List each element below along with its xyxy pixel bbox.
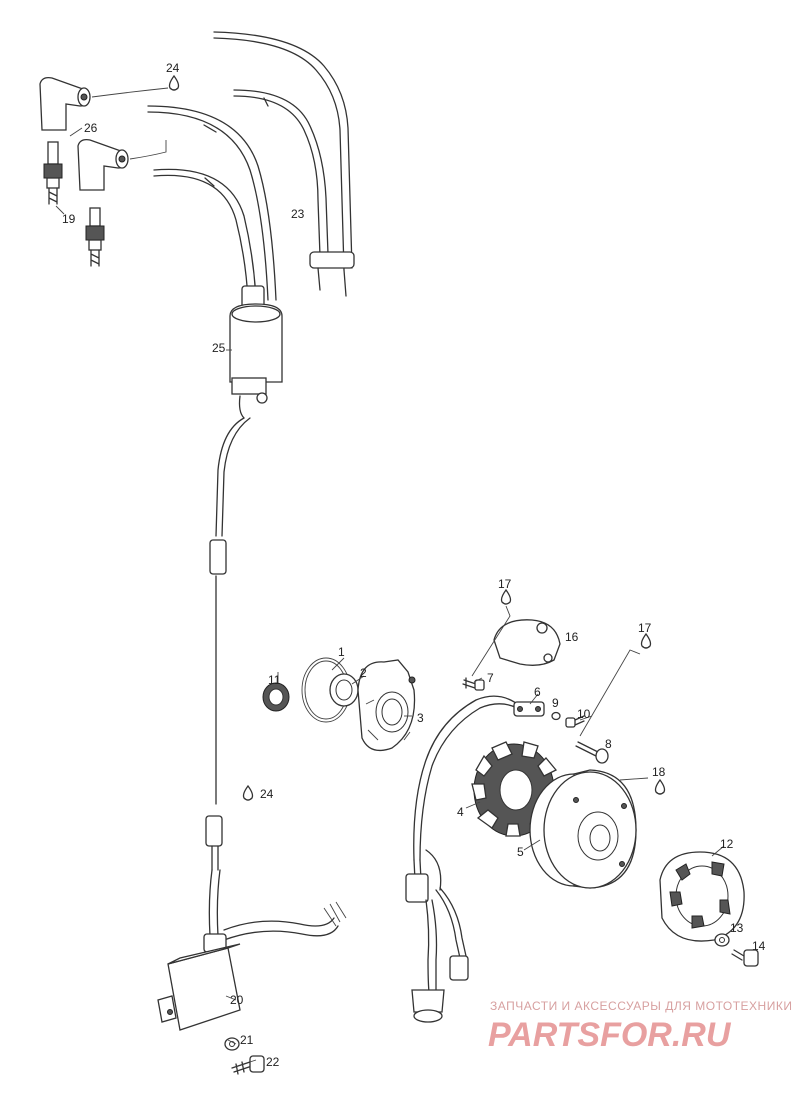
flywheel bbox=[529, 769, 637, 889]
callout-6: 6 bbox=[534, 685, 541, 699]
callout-12: 12 bbox=[720, 837, 734, 851]
callout-21: 21 bbox=[240, 1033, 254, 1047]
watermark-brand: PARTSFOR.RU bbox=[488, 1016, 732, 1054]
drop-icon bbox=[168, 74, 180, 91]
callout-8: 8 bbox=[605, 737, 612, 751]
callout-17-left: 17 bbox=[498, 577, 512, 591]
callout-22: 22 bbox=[266, 1055, 280, 1069]
callout-24-bottom: 24 bbox=[260, 787, 274, 801]
stator-plate bbox=[357, 659, 416, 752]
callout-4: 4 bbox=[457, 805, 464, 819]
callout-26: 26 bbox=[84, 121, 98, 135]
screw-7 bbox=[462, 677, 485, 691]
drop-markers bbox=[168, 74, 666, 801]
callout-1: 1 bbox=[338, 645, 345, 659]
watermark-tagline: ЗАПЧАСТИ И АКСЕССУАРЫ ДЛЯ МОТОТЕХНИКИ bbox=[490, 999, 792, 1013]
bolt-14 bbox=[731, 949, 759, 967]
callout-9: 9 bbox=[552, 696, 559, 710]
cdi-washer bbox=[224, 1037, 240, 1051]
drop-icon bbox=[654, 778, 666, 795]
watermark: ЗАПЧАСТИ И АКСЕССУАРЫ ДЛЯ МОТОТЕХНИКИ PA… bbox=[488, 999, 792, 1054]
seal-ring bbox=[262, 682, 290, 712]
coil-to-cdi-wire bbox=[205, 417, 251, 937]
callout-5: 5 bbox=[517, 845, 524, 859]
drop-icon bbox=[500, 588, 512, 605]
rotor-hub bbox=[659, 851, 745, 942]
bearing bbox=[329, 673, 359, 707]
spark-plug-lower bbox=[85, 207, 105, 267]
callout-23: 23 bbox=[291, 207, 305, 221]
callout-10: 10 bbox=[577, 707, 591, 721]
callout-2: 2 bbox=[360, 666, 367, 680]
washer-13 bbox=[714, 933, 730, 947]
callout-3: 3 bbox=[417, 711, 424, 725]
drop-icon bbox=[242, 784, 254, 801]
cdi-unit bbox=[157, 901, 347, 1031]
callout-19: 19 bbox=[62, 212, 76, 226]
ht-cables bbox=[147, 31, 355, 301]
callout-labels: 1 2 3 4 5 6 7 8 9 10 11 12 13 14 16 17 1… bbox=[62, 61, 766, 1069]
callout-24-top: 24 bbox=[166, 61, 180, 75]
pickup-wire-harness bbox=[413, 695, 545, 861]
callout-11: 11 bbox=[268, 673, 281, 687]
pickup-cover bbox=[493, 619, 561, 666]
callout-20: 20 bbox=[230, 993, 244, 1007]
leader-lines bbox=[55, 82, 725, 1063]
callout-25: 25 bbox=[212, 341, 226, 355]
drop-icon bbox=[640, 632, 652, 649]
spark-plug-cap-upper bbox=[39, 76, 91, 131]
callout-13: 13 bbox=[730, 921, 744, 935]
screw-10 bbox=[565, 715, 585, 728]
spark-plug-upper bbox=[43, 141, 63, 205]
ignition-coil bbox=[229, 285, 283, 419]
callout-16: 16 bbox=[565, 630, 579, 644]
callout-17-right: 17 bbox=[638, 621, 652, 635]
callout-7: 7 bbox=[487, 671, 494, 685]
washer-9 bbox=[551, 711, 561, 721]
spark-plug-cap-lower bbox=[77, 138, 129, 191]
callout-18: 18 bbox=[652, 765, 666, 779]
callout-14: 14 bbox=[752, 939, 766, 953]
cdi-bolt bbox=[231, 1055, 265, 1075]
bolt-8 bbox=[575, 741, 609, 764]
stator-wire-bundle bbox=[405, 849, 469, 1023]
